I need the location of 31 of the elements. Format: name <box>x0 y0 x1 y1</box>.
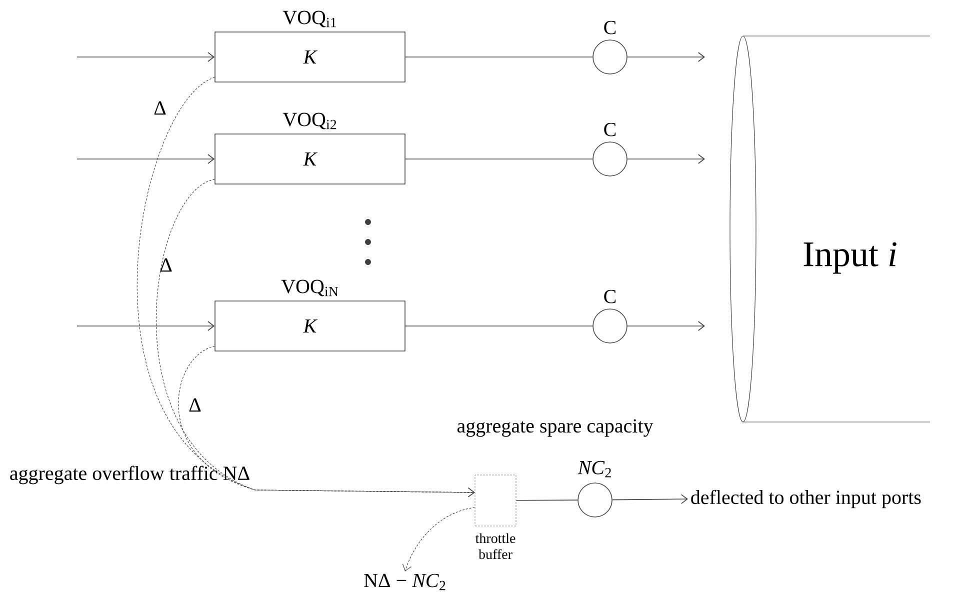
edge-label: Δ <box>189 398 201 412</box>
rate-label: NC$_{2}$ <box>578 460 611 478</box>
queue-label: VOQ$_{i2}$ <box>282 112 336 130</box>
connector-line <box>405 158 593 160</box>
rate-label: C <box>604 122 616 136</box>
edge-label: Δ <box>154 101 166 115</box>
queue-label: VOQ$_{iN}$ <box>281 280 338 296</box>
queue-label: VOQ$_{i1}$ <box>282 10 336 28</box>
arrow <box>627 321 705 331</box>
rate-label: C <box>604 20 616 34</box>
queue-box: K <box>214 134 406 184</box>
flow-label: NΔ − NC$_{2}$ <box>364 574 446 590</box>
buffer-label: throttle buffer <box>475 533 516 560</box>
flow-label: deflected to other input ports <box>691 490 921 508</box>
arrow <box>76 154 215 164</box>
connector-line <box>516 500 578 501</box>
annotation: aggregate overflow traffic NΔ <box>10 466 250 484</box>
arrow <box>627 52 705 62</box>
arrow <box>612 494 688 504</box>
overflow-arrow <box>178 346 475 498</box>
queue-box: K <box>214 32 406 82</box>
port-label: Input i <box>804 242 896 274</box>
edge-label: Δ <box>160 258 172 272</box>
arrow <box>627 154 705 164</box>
arrow <box>76 321 215 331</box>
overflow-arrow <box>402 507 476 572</box>
arrow <box>76 52 215 62</box>
annotation: aggregate spare capacity <box>457 419 654 437</box>
connector-line <box>405 56 593 58</box>
queue-box: K <box>214 300 406 352</box>
rate-label: C <box>604 290 616 304</box>
